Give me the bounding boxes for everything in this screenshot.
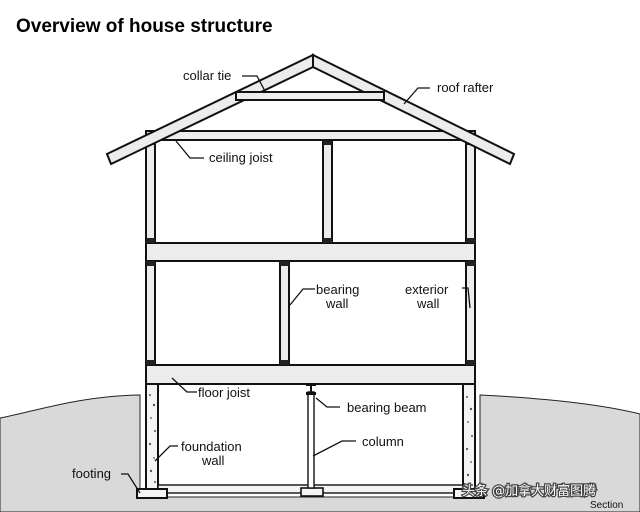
interior-wall-upper	[322, 139, 333, 244]
label-roof-rafter: roof rafter	[437, 80, 494, 95]
label-foundation-wall-line2: wall	[201, 453, 225, 468]
ceiling-joist	[145, 130, 476, 141]
exterior-wall-left-upper	[145, 139, 156, 244]
label-exterior-wall-line1: exterior	[405, 282, 449, 297]
footing	[136, 487, 485, 499]
label-bearing-wall-line2: wall	[325, 296, 349, 311]
label-column: column	[362, 434, 404, 449]
exterior-wall-right-upper	[465, 139, 476, 244]
exterior-wall-left-lower	[145, 260, 156, 366]
floor-joist	[145, 364, 476, 385]
watermark: 头条 @加拿大财富图腾	[462, 483, 596, 499]
label-ceiling-joist: ceiling joist	[209, 150, 273, 165]
leader-lines	[121, 75, 471, 494]
label-bearing-wall-line1: bearing	[316, 282, 359, 297]
second-floor-joist	[145, 242, 476, 262]
bearing-wall	[279, 260, 290, 366]
label-floor-joist: floor joist	[198, 385, 250, 400]
label-footing: footing	[72, 466, 111, 481]
label-collar-tie: collar tie	[183, 68, 231, 83]
diagram-title: Overview of house structure	[16, 16, 273, 37]
label-exterior-wall-line2: wall	[416, 296, 440, 311]
label-foundation-wall-line1: foundation	[181, 439, 242, 454]
label-bearing-beam: bearing beam	[347, 400, 427, 415]
exterior-wall	[465, 260, 476, 366]
collar-tie	[235, 91, 385, 101]
column	[307, 391, 315, 489]
corner-text: Section	[590, 500, 623, 511]
ground	[0, 394, 640, 512]
roof-rafter	[312, 53, 516, 166]
